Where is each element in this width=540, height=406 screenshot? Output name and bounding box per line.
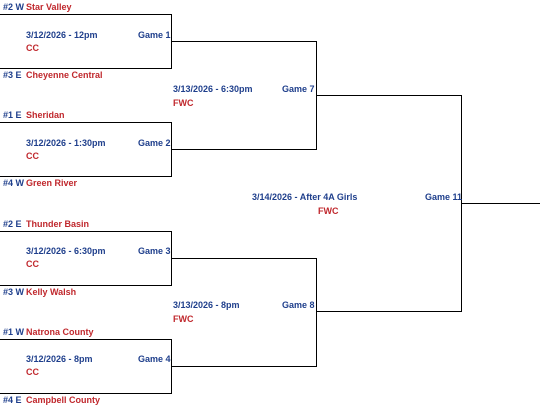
bracket-line <box>316 95 462 96</box>
game-site: FWC <box>173 98 194 108</box>
bracket-line <box>0 176 172 177</box>
seed-label: #4 W <box>3 178 25 188</box>
team-name: Star Valley <box>26 2 72 12</box>
game-number: Game 7 <box>282 84 315 94</box>
game-datetime: 3/14/2026 - After 4A Girls <box>252 192 358 202</box>
game-number: Game 8 <box>282 300 315 310</box>
game-datetime: 3/13/2026 - 6:30pm <box>173 84 253 94</box>
team-name: Thunder Basin <box>26 219 90 229</box>
bracket-line <box>0 231 172 232</box>
bracket-line <box>171 366 317 367</box>
bracket-line <box>0 68 172 69</box>
bracket-line <box>0 393 172 394</box>
bracket-line <box>171 149 317 150</box>
game-datetime: 3/12/2026 - 1:30pm <box>26 138 106 148</box>
game-number: Game 4 <box>138 354 171 364</box>
bracket-line <box>0 122 172 123</box>
game-site: FWC <box>318 206 339 216</box>
game-site: CC <box>26 43 39 53</box>
seed-label: #3 E <box>3 70 22 80</box>
seed-label: #3 W <box>3 287 25 297</box>
bracket-line <box>171 41 317 42</box>
seed-label: #2 W <box>3 2 25 12</box>
game-number: Game 3 <box>138 246 171 256</box>
bracket-line <box>461 203 540 204</box>
bracket-line <box>171 258 317 259</box>
game-number: Game 2 <box>138 138 171 148</box>
team-name: Green River <box>26 178 78 188</box>
team-name: Sheridan <box>26 110 65 120</box>
game-number: Game 11 <box>425 192 463 202</box>
bracket-line <box>0 14 172 15</box>
seed-label: #4 E <box>3 395 22 405</box>
game-site: CC <box>26 151 39 161</box>
game-number: Game 1 <box>138 30 171 40</box>
seed-label: #1 E <box>3 110 22 120</box>
seed-label: #2 E <box>3 219 22 229</box>
game-datetime: 3/12/2026 - 6:30pm <box>26 246 106 256</box>
seed-label: #1 W <box>3 327 25 337</box>
game-site: CC <box>26 367 39 377</box>
game-datetime: 3/12/2026 - 8pm <box>26 354 93 364</box>
team-name: Cheyenne Central <box>26 70 103 80</box>
team-name: Campbell County <box>26 395 101 405</box>
bracket-line <box>0 339 172 340</box>
game-datetime: 3/12/2026 - 12pm <box>26 30 98 40</box>
bracket-line <box>0 285 172 286</box>
bracket-line <box>316 311 462 312</box>
bracket-line <box>316 258 317 367</box>
game-site: FWC <box>173 314 194 324</box>
team-name: Kelly Walsh <box>26 287 77 297</box>
game-site: CC <box>26 259 39 269</box>
game-datetime: 3/13/2026 - 8pm <box>173 300 240 310</box>
team-name: Natrona County <box>26 327 94 337</box>
